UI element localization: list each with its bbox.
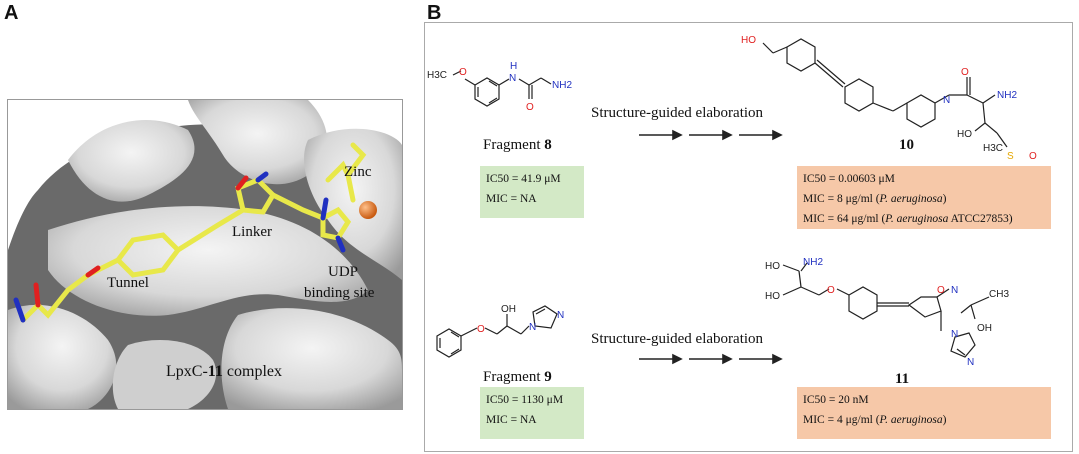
fragment-elaboration-panel: H3C O N H O NH2 Fragment 8 IC50 = 41.9 μ… <box>424 22 1073 452</box>
svg-text:HO: HO <box>765 291 780 302</box>
svg-text:CH3: CH3 <box>989 289 1009 300</box>
svg-text:O: O <box>1029 151 1037 162</box>
svg-text:O: O <box>526 102 534 113</box>
svg-text:N: N <box>557 310 564 321</box>
compound-11-ic50: IC50 = 20 nM <box>803 394 869 406</box>
svg-text:N: N <box>943 95 950 106</box>
tunnel-label: Tunnel <box>107 275 149 291</box>
compound-11-structure: HO NH2 HO O O N CH3 OH <box>765 257 1009 334</box>
svg-text:O: O <box>477 324 485 335</box>
compound-11-label: 11 <box>895 371 910 387</box>
complex-structure-panel: Zinc Linker Tunnel UDP binding site LpxC… <box>7 99 403 410</box>
svg-text:H3C: H3C <box>427 70 447 81</box>
fragment-9-label: Fragment 9 <box>483 369 552 385</box>
row1-arrow-caption: Structure-guided elaboration <box>591 105 764 121</box>
svg-text:O: O <box>459 67 467 78</box>
compound-11-imidazole: N N <box>950 329 976 368</box>
compound-10-mic-2: MIC = 64 μg/ml (P. aeruginosa ATCC27853) <box>803 213 1013 225</box>
svg-text:HO: HO <box>741 35 756 46</box>
row1-arrows <box>639 129 783 141</box>
udp-label: UDP <box>328 264 359 280</box>
svg-text:NH2: NH2 <box>803 257 823 268</box>
fragment-9-mic: MIC = NA <box>486 414 537 426</box>
svg-text:HO: HO <box>957 129 972 140</box>
svg-text:O: O <box>961 67 969 78</box>
protein-surface-image <box>8 100 402 409</box>
svg-text:N: N <box>529 322 536 333</box>
compound-11-activity-box: IC50 = 20 nM MIC = 4 μg/ml (P. aeruginos… <box>797 387 1051 439</box>
svg-text:N: N <box>967 357 974 368</box>
linker-label: Linker <box>232 224 272 240</box>
compound-10-label: 10 <box>899 137 914 153</box>
svg-text:H3C: H3C <box>983 143 1003 154</box>
binding-site-label: binding site <box>304 285 375 301</box>
panel-a-letter: A <box>4 2 19 24</box>
svg-text:S: S <box>1007 151 1014 162</box>
compound-10-activity-box: IC50 = 0.00603 μM MIC = 8 μg/ml (P. aeru… <box>797 166 1051 229</box>
compound-10-ic50: IC50 = 0.00603 μM <box>803 173 895 185</box>
complex-caption: LpxC-11 complex <box>166 363 282 380</box>
fragment-9-structure: O OH N N <box>436 304 564 358</box>
svg-text:NH2: NH2 <box>552 80 572 91</box>
compound-11-mic: MIC = 4 μg/ml (P. aeruginosa) <box>803 414 947 426</box>
fragment-9-ic50: IC50 = 1130 μM <box>486 394 564 406</box>
svg-text:O: O <box>937 285 945 296</box>
svg-text:OH: OH <box>501 304 516 315</box>
svg-text:OH: OH <box>977 323 992 334</box>
svg-text:N: N <box>509 73 516 84</box>
svg-text:N: N <box>951 285 958 296</box>
svg-text:HO: HO <box>765 261 780 272</box>
svg-text:N: N <box>951 329 958 340</box>
panel-b-letter: B <box>427 2 442 24</box>
fragment-8-label: Fragment 8 <box>483 137 552 153</box>
svg-text:NH2: NH2 <box>997 90 1017 101</box>
svg-text:O: O <box>827 285 835 296</box>
fragment-8-mic: MIC = NA <box>486 193 537 205</box>
zinc-ion <box>359 201 377 219</box>
fragment-8-ic50: IC50 = 41.9 μM <box>486 173 561 185</box>
fragment-8-activity-box: IC50 = 41.9 μM MIC = NA <box>480 166 584 218</box>
row2-arrow-caption: Structure-guided elaboration <box>591 331 764 347</box>
fragment-9-activity-box: IC50 = 1130 μM MIC = NA <box>480 387 584 439</box>
compound-10-mic-1: MIC = 8 μg/ml (P. aeruginosa) <box>803 193 947 205</box>
zinc-label: Zinc <box>344 164 372 180</box>
fragment-8-structure: H3C O N H O NH2 <box>427 61 572 113</box>
row2-arrows <box>639 353 783 365</box>
svg-text:H: H <box>510 61 517 72</box>
